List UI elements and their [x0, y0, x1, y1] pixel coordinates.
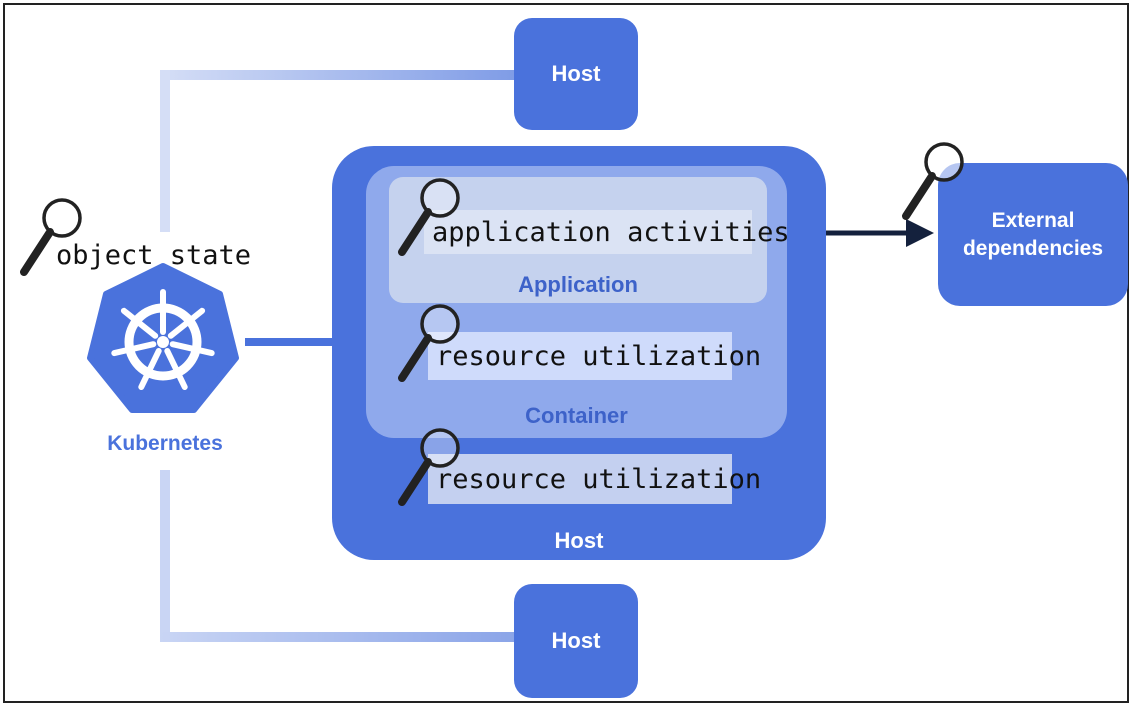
object-state-chip: object state [48, 232, 258, 278]
kubernetes-label: Kubernetes [107, 432, 223, 455]
diagram-frame [3, 3, 1129, 703]
application-activities-chip: application activities [424, 210, 790, 254]
magnifier-icon [20, 198, 82, 276]
magnifier-icon [398, 178, 460, 256]
magnifier-icon [902, 142, 964, 220]
host-bottom-label: Host [551, 628, 601, 653]
external-dependencies-box: External dependencies [938, 163, 1128, 306]
connector-bottom-vertical [160, 470, 170, 642]
kubernetes-helm-icon [87, 263, 239, 413]
connector-top-vertical [160, 70, 170, 282]
host-top-box: Host [514, 18, 638, 130]
host-resource-utilization-chip: resource utilization [428, 454, 761, 504]
external-line2: dependencies [962, 236, 1104, 260]
external-line1: External [991, 208, 1075, 232]
connector-top-horizontal [160, 70, 520, 80]
host-bottom-box: Host [514, 584, 638, 698]
connector-k8s-host [245, 338, 337, 346]
connector-bottom-horizontal [160, 632, 520, 642]
container-resource-utilization-chip: resource utilization [428, 332, 761, 380]
host-main-label: Host [554, 528, 604, 553]
magnifier-icon [398, 428, 460, 506]
host-top-label: Host [551, 61, 601, 86]
application-label: Application [518, 272, 638, 297]
magnifier-icon [398, 304, 460, 382]
container-label: Container [525, 403, 628, 428]
